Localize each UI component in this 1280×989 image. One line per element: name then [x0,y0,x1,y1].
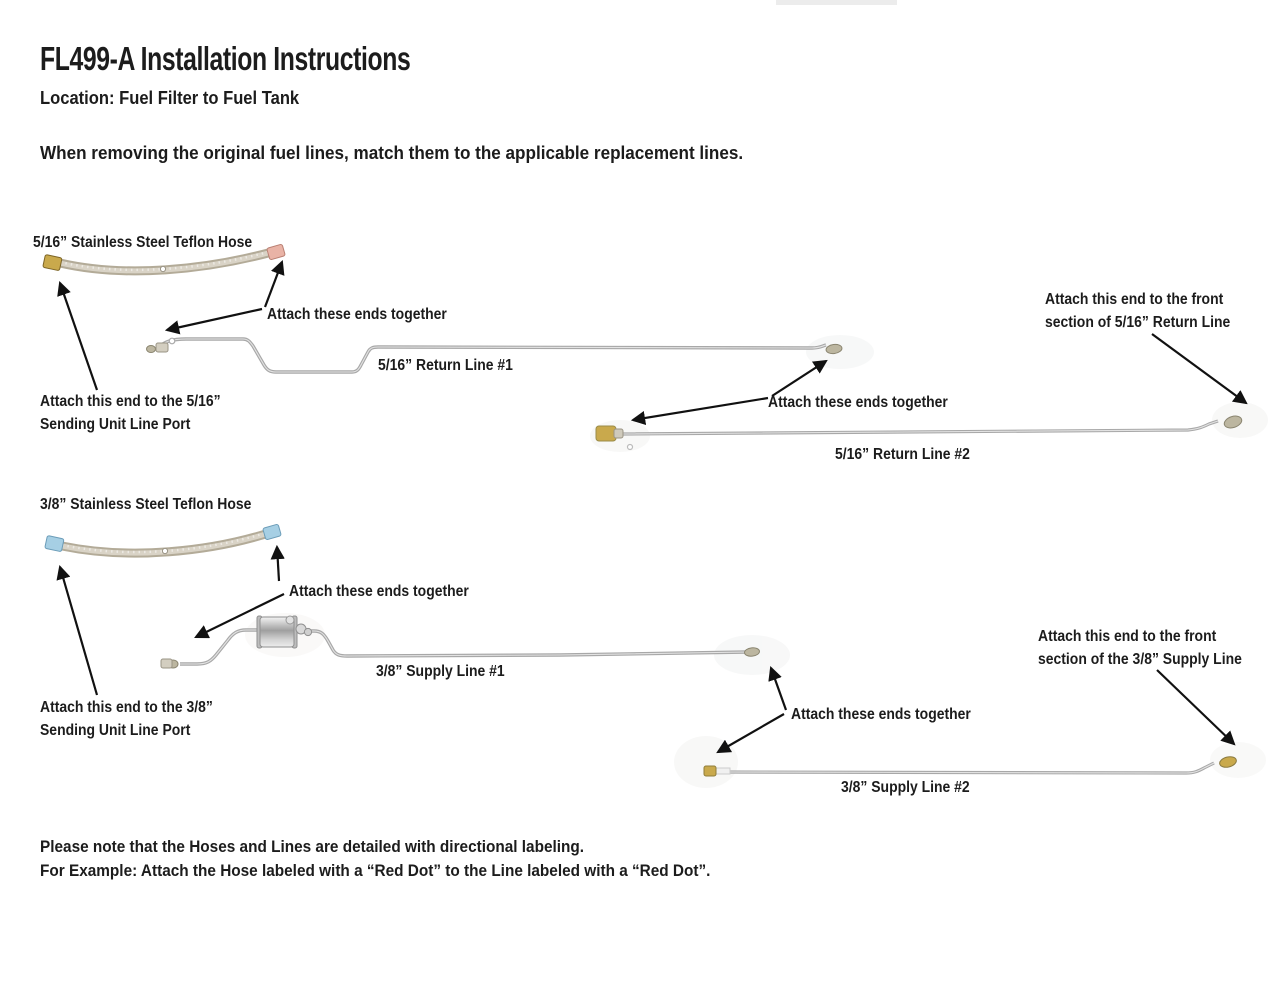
supply-line-2-left-fitting [703,765,717,777]
supply-line-1-tube-right [300,629,749,658]
supply-line-1-image [160,615,760,669]
fuel-filter-outlet [303,627,313,637]
arrow-hose38-sending-unit [56,564,99,696]
return-line-2-label: 5/16” Return Line #2 [835,446,970,463]
supply-line-2-tube [713,761,1215,775]
hose-38-braid-texture [61,529,273,554]
fuel-filter-image [256,615,313,649]
return-line-2-left-nut [613,428,624,439]
arrow-hose516-end [263,259,285,308]
supply-line-2-right-fitting [1219,756,1237,768]
supply-line-2-label: 3/8” Supply Line #2 [841,779,970,796]
return-line-1-left-ring [168,337,176,345]
hose-516-image [42,244,286,276]
supply-line-1-label: 3/8” Supply Line #1 [376,663,505,680]
front-note-38-line2: section of the 3/8” Supply Line [1038,651,1242,668]
arrow-return-line-1-end [771,359,828,397]
sending-unit-note-516: Attach this end to the 5/16” Sending Uni… [40,390,221,436]
arrow-supply-line-2-end [1156,669,1236,746]
hose-516-left-fitting [42,254,63,271]
arrow-hose516-sending-unit [57,280,99,391]
return-line-1-image [146,337,843,374]
return-line-1-left-nut [155,342,169,353]
page-title: FL499-A Installation Instructions [40,40,411,77]
hose-516-red-dot-fitting [266,244,286,260]
hose-516-mid-ring [159,265,167,273]
arrow-return-line-2-start [630,396,769,426]
arrow-supply-line-1-end [768,665,788,711]
return-line-2-tube-highlight [621,420,1219,435]
hose-38-label: 3/8” Stainless Steel Teflon Hose [40,496,252,513]
return-line-2-image [595,415,1243,451]
hose-38-mid-ring [161,547,169,555]
hose-38-image [44,524,282,558]
note-line1: Please note that the Hoses and Lines are… [40,838,585,856]
hose-38-right-blue-fitting [262,524,282,540]
return-line-2-left-ring [626,443,634,451]
front-note-38: Attach this end to the front section of … [1038,625,1242,671]
supply-line-2-left-stub [715,767,731,775]
supply-line-1-right-fitting [744,647,760,657]
return-line-2-right-fitting [1223,415,1243,429]
scan-smudges [245,335,1268,788]
arrow-return-line-1-start [164,307,263,335]
attach-together-label-2: Attach these ends together [768,394,948,411]
front-note-38-line1: Attach this end to the front [1038,628,1217,645]
note-line2: For Example: Attach the Hose labeled wit… [40,862,711,880]
attach-together-label-1: Attach these ends together [267,306,447,323]
front-note-516: Attach this end to the front section of … [1045,288,1230,334]
supply-line-1-tube-right-highlight [300,630,749,657]
supply-line-1-left-nut [160,658,173,669]
directional-labeling-note: Please note that the Hoses and Lines are… [40,835,710,883]
sending-unit-note-38: Attach this end to the 3/8” Sending Unit… [40,696,213,742]
front-note-516-line2: section of 5/16” Return Line [1045,314,1231,331]
return-line-1-right-fitting [825,343,843,355]
return-line-1-tube-highlight [156,338,827,373]
scan-artifact-bar [776,0,897,5]
return-line-1-label: 5/16” Return Line #1 [378,357,513,374]
attach-together-label-4: Attach these ends together [791,706,971,723]
front-note-516-line1: Attach this end to the front [1045,291,1224,308]
supply-line-2-tube-highlight [713,762,1215,774]
supply-line-1-tube-left-highlight [180,629,258,665]
intro-text: When removing the original fuel lines, m… [40,143,744,163]
attach-together-label-3: Attach these ends together [289,583,469,600]
arrow-supply-line-2-start [716,713,785,754]
sending-unit-note-516-line1: Attach this end to the 5/16” [40,393,221,410]
arrow-hose38-end [270,544,285,582]
hose-516-label: 5/16” Stainless Steel Teflon Hose [33,234,253,251]
return-line-2-left-fitting [595,425,617,442]
fuel-filter-body [259,616,295,648]
return-line-1-left-fitting [146,345,156,353]
fuel-filter-top-nub [285,615,295,625]
sending-unit-note-38-line2: Sending Unit Line Port [40,722,191,739]
sending-unit-note-516-line2: Sending Unit Line Port [40,416,191,433]
annotation-arrows [56,259,1248,754]
hose-38-left-blue-fitting [44,535,65,552]
location-subtitle: Location: Fuel Filter to Fuel Tank [40,88,300,108]
sending-unit-note-38-line1: Attach this end to the 3/8” [40,699,213,716]
arrow-return-line-2-end [1151,333,1248,405]
arrow-supply-line-1-start [194,593,285,639]
supply-line-2-image [703,756,1237,777]
hose-516-braid-highlight [57,249,275,274]
